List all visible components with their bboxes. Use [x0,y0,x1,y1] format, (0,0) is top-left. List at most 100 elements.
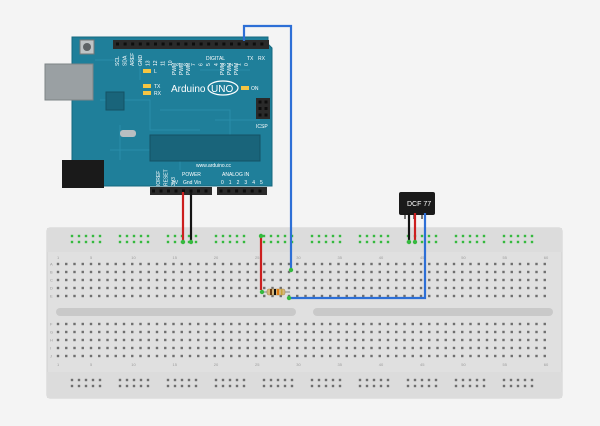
power-rail-hole [461,234,465,238]
breadboard-hole [337,262,340,266]
power-rail-hole [70,384,74,388]
digital-pin-label: 13 [145,60,151,66]
breadboard-hole [89,294,93,298]
breadboard-hole [122,322,126,326]
breadboard-hole [263,330,266,334]
breadboard-hole [221,346,225,350]
breadboard-hole [139,278,142,282]
breadboard-hole [411,354,414,358]
breadboard-hole [65,270,68,274]
breadboard-hole [246,338,249,342]
power-rail-hole [310,240,314,244]
power-rail-hole [420,378,424,382]
breadboard-hole [205,286,208,290]
power-rail-hole [84,240,88,244]
breadboard-hole [469,286,472,290]
power-rail-hole [269,240,273,244]
power-rail-hole [358,240,362,244]
power-jack [62,160,104,188]
power-rail-hole [461,384,465,388]
header-pin [152,189,155,193]
breadboard-hole [131,338,134,342]
power-rail-hole [221,384,225,388]
breadboard-hole [263,286,266,290]
breadboard-hole [345,294,348,298]
power-rail-hole [523,378,527,382]
breadboard-hole [353,278,357,282]
breadboard-hole [65,322,68,326]
breadboard-hole [304,270,307,274]
power-rail-hole [406,378,410,382]
wire-blue-signal [242,24,293,270]
breadboard-hole [164,338,167,342]
breadboard-hole [461,286,464,290]
breadboard-hole [89,286,93,290]
breadboard-hole [172,294,175,298]
breadboard-hole [164,286,167,290]
breadboard-hole [122,294,126,298]
breadboard-hole [114,354,117,358]
breadboard-hole [180,338,183,342]
breadboard-hole [279,338,282,342]
analog-pin-label: 4 [252,180,255,186]
breadboard-hole [172,278,175,282]
breadboard-hole [543,330,546,334]
header-pin [169,42,173,46]
power-rail-hole [468,234,472,238]
header-pin [237,42,241,46]
breadboard-hole [197,322,200,326]
power-rail-hole [516,240,520,244]
breadboard-hole [469,322,472,326]
breadboard-hole [543,346,546,350]
breadboard-hole [494,346,497,350]
icsp-pin [264,100,268,104]
breadboard-hole [106,294,109,298]
breadboard-hole [444,330,447,334]
breadboard-hole [155,278,159,282]
breadboard-hole [254,338,258,342]
power-rail-hole [276,234,280,238]
breadboard-hole [155,338,159,342]
power-rail-hole [70,378,74,382]
breadboard-hole [502,322,505,326]
breadboard-hole [205,322,208,326]
breadboard-hole [122,262,126,266]
breadboard-hole [246,330,249,334]
power-rail-hole [475,384,479,388]
breadboard-hole [98,354,101,358]
power-rail-hole [509,378,513,382]
breadboard-hole [502,294,505,298]
breadboard-hole [89,262,93,266]
breadboard-hole [287,270,291,274]
breadboard-hole [81,354,84,358]
breadboard-hole [213,278,216,282]
breadboard-hole [131,330,134,334]
breadboard-hole [535,270,538,274]
power-rail-hole [454,240,458,244]
arduino-brand: Arduino [171,84,206,95]
breadboard-row-letter: B [50,270,53,275]
breadboard-column-number: 55 [503,255,508,260]
breadboard-hole [411,322,414,326]
breadboard-hole [320,338,324,342]
breadboard-hole [403,278,406,282]
breadboard-hole [205,346,208,350]
power-rail-hole [132,378,136,382]
breadboard-hole [353,294,357,298]
digital-pin-label: 6 [199,63,205,66]
breadboard-hole [485,322,489,326]
power-rail-hole [194,240,198,244]
breadboard-hole [304,330,307,334]
breadboard-hole [155,270,159,274]
breadboard-hole [461,346,464,350]
breadboard-row-letter: J [50,354,52,359]
icsp-pin [264,107,268,110]
power-rail-hole [324,240,328,244]
power-rail-hole [454,384,458,388]
breadboard-hole [386,270,390,274]
breadboard-hole [461,354,464,358]
power-rail-hole [338,384,342,388]
breadboard-hole [345,330,348,334]
power-rail-hole [413,384,417,388]
